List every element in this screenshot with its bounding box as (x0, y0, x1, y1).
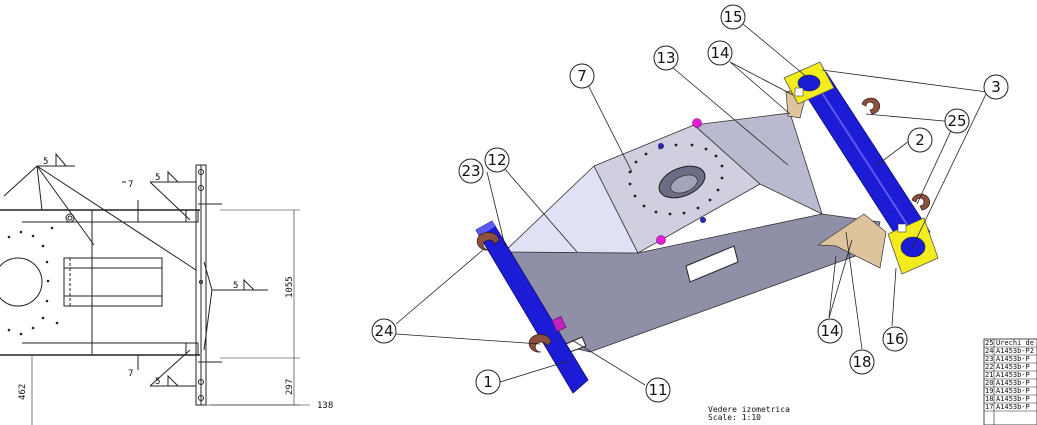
caption-title: Vedere izometrica (708, 405, 790, 414)
balloon-16: 16 (885, 330, 904, 348)
weld-symbol-3: 5 (233, 281, 238, 291)
isometric-view (475, 61, 939, 394)
lifting-eyes-left (476, 232, 552, 353)
leader-lines (395, 23, 988, 386)
dimension-297: 297 (285, 379, 295, 395)
bom-row-text: A1453b-P (996, 379, 1030, 387)
thickness-mark-1: 7 (128, 180, 133, 190)
bom-row-num: 22 (985, 363, 993, 371)
balloon-7: 7 (577, 67, 587, 85)
balloon-14-bottom: 14 (820, 322, 839, 340)
dimension-462: 462 (18, 384, 28, 400)
orthographic-labels: 5 5 5 5 7 7 1055 462 297 138 (18, 157, 333, 411)
balloon-18: 18 (852, 353, 871, 371)
balloon-25: 25 (947, 112, 966, 130)
flange-top (783, 61, 835, 105)
bom-row-num: 17 (985, 403, 993, 411)
bom-row-num: 23 (985, 355, 993, 363)
dimension-138: 138 (317, 401, 333, 411)
bom-row-text: A1453b-P (996, 395, 1030, 403)
thickness-mark-2: 7 (128, 369, 133, 379)
balloon-13: 13 (656, 49, 675, 67)
bom-row-text: A1453b-P (996, 355, 1030, 363)
weld-symbol-1: 5 (43, 157, 48, 167)
dimension-1055: 1055 (285, 276, 295, 298)
balloon-12: 12 (487, 151, 506, 169)
bill-of-materials: 25 24 23 22 21 20 19 18 17 Urechi de A14… (983, 338, 1037, 425)
center-hole-circle (0, 257, 43, 307)
bom-row-text: A1453b-P (996, 371, 1030, 379)
bom-row-num: 25 (985, 339, 993, 347)
bom-row-text: A1453b-P2 (996, 347, 1034, 355)
balloon-2: 2 (915, 131, 925, 149)
balloon-labels: 15 14 13 7 3 25 2 23 12 24 1 11 14 18 16 (374, 8, 1000, 399)
balloon-3: 3 (991, 78, 1001, 96)
balloons (371, 4, 1009, 403)
caption-scale: Scale: 1:10 (708, 413, 761, 422)
balloon-23: 23 (461, 162, 480, 180)
bom-row-num: 19 (985, 387, 993, 395)
bom-row-num: 24 (985, 347, 993, 355)
balloon-11: 11 (648, 381, 667, 399)
balloon-1: 1 (483, 373, 493, 391)
balloon-14-top: 14 (710, 44, 729, 62)
weld-symbol-4: 5 (155, 377, 160, 387)
balloon-24: 24 (374, 322, 393, 340)
bom-descriptions: Urechi de A1453b-P2 A1453b-P A1453b-P A1… (996, 339, 1034, 411)
balloon-15: 15 (723, 8, 742, 26)
bom-row-text: Urechi de (996, 339, 1034, 347)
weld-symbol-2: 5 (155, 173, 160, 183)
bom-row-num: 18 (985, 395, 993, 403)
bom-row-text: A1453b-P (996, 403, 1030, 411)
bom-row-num: 21 (985, 371, 993, 379)
view-caption: Vedere izometrica Scale: 1:10 (708, 405, 790, 422)
orthographic-view (0, 152, 310, 425)
body-right-face (693, 112, 823, 215)
bom-row-num: 20 (985, 379, 993, 387)
bom-numbers: 25 24 23 22 21 20 19 18 17 (985, 339, 993, 411)
bom-row-text: A1453b-P (996, 363, 1030, 371)
bom-row-text: A1453b-P (996, 387, 1030, 395)
